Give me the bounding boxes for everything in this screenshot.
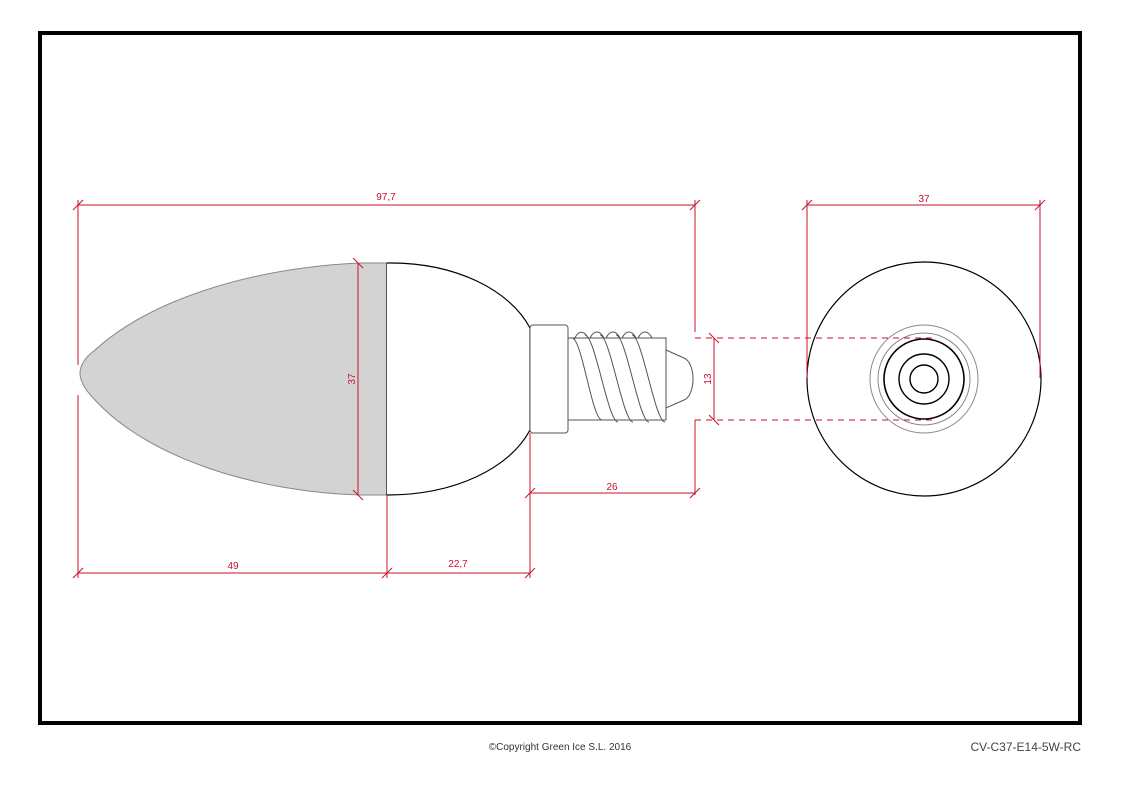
bulb-glass-tip — [79, 262, 388, 496]
dim-label-neck-length: 22,7 — [448, 559, 468, 570]
dim-label-bulb-diameter: 37 — [347, 373, 358, 385]
end-view-base-circle — [883, 338, 965, 420]
screw-threads — [571, 331, 666, 423]
end-view-base-ring — [869, 324, 979, 434]
dimension-lines — [72, 199, 1046, 579]
model-code: CV-C37-E14-5W-RC — [970, 740, 1081, 754]
bulb-end-view — [806, 261, 1042, 497]
end-view-thread-ring — [877, 332, 971, 426]
dim-label-base-diameter: 13 — [703, 373, 714, 385]
end-view-outer-circle — [806, 261, 1042, 497]
bulb-body — [386, 262, 531, 496]
dim-label-head-diameter: 37 — [918, 194, 930, 205]
drawing-frame — [38, 31, 1082, 725]
dim-label-base-length: 26 — [606, 482, 618, 493]
dim-label-glass-length: 49 — [227, 561, 239, 572]
end-view-contact-ring — [898, 353, 950, 405]
dim-label-overall-length: 97,7 — [376, 192, 396, 203]
bulb-neck — [529, 324, 569, 434]
bulb-side-view — [79, 262, 694, 496]
end-view-contact — [909, 364, 939, 394]
contact-tip — [665, 349, 694, 409]
copyright-notice: ©Copyright Green Ice S.L. 2016 — [488, 742, 632, 753]
